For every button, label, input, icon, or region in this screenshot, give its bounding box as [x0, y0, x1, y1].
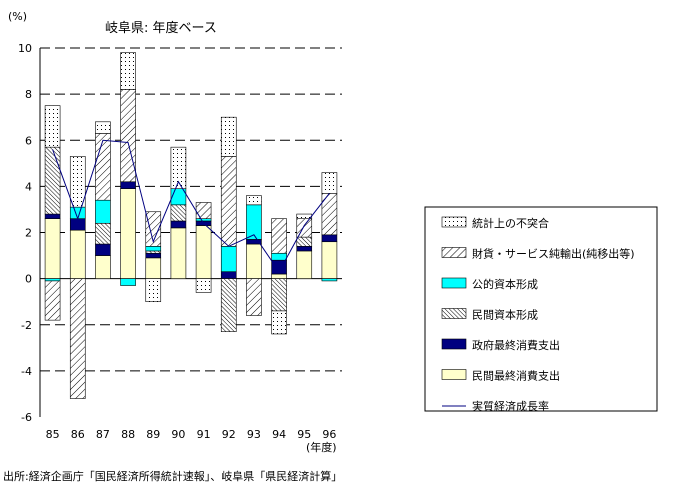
bar-segment: [246, 195, 262, 206]
bar-segment: [170, 204, 187, 222]
bar-segment: [246, 278, 262, 316]
y-tick-label: -4: [21, 365, 32, 378]
bar-segment: [296, 250, 313, 279]
legend-swatch: [441, 369, 467, 380]
legend-label: 財貨・サービス純輸出(純移出等): [472, 247, 635, 261]
bar-segment: [220, 246, 237, 273]
bar-segment: [271, 278, 287, 312]
bar-segment: [170, 146, 187, 189]
bar-segment: [321, 241, 338, 279]
x-tick-label: 90: [171, 428, 185, 441]
legend-swatch: [441, 308, 467, 319]
bar-segment: [69, 229, 86, 279]
bar-segment: [145, 257, 162, 279]
bar-segment: [321, 278, 338, 282]
legend-label: 公的資本形成: [472, 277, 538, 291]
y-tick-label: -6: [21, 411, 32, 424]
bar-segment: [246, 243, 262, 279]
legend-label: 民間最終消費支出: [472, 369, 560, 383]
bar-segment: [170, 220, 187, 229]
bar-segment: [220, 278, 237, 332]
y-tick-label: 8: [25, 88, 32, 101]
x-tick-label: 88: [121, 428, 135, 441]
y-tick-label: 6: [25, 134, 32, 147]
legend-label: 民間資本形成: [472, 308, 538, 322]
legend-swatch: [441, 247, 467, 258]
x-tick-label: 95: [297, 428, 311, 441]
bar-segment: [220, 156, 237, 247]
bar-segment: [120, 89, 136, 183]
bar-segment: [120, 278, 136, 286]
bar-segment: [95, 255, 111, 279]
x-tick-label: 93: [247, 428, 261, 441]
bar-segment: [145, 246, 162, 252]
legend-label: 統計上の不突合: [472, 216, 549, 230]
y-tick-label: -2: [21, 319, 32, 332]
bar-segment: [296, 213, 313, 219]
bar-segment: [95, 121, 111, 134]
x-tick-label: 91: [197, 428, 211, 441]
y-axis-unit: (%): [8, 10, 27, 23]
legend-swatch: [441, 338, 467, 350]
bar-segment: [95, 222, 111, 245]
y-tick-label: 2: [25, 227, 32, 240]
x-axis-unit: (年度): [306, 440, 337, 454]
chart-title: 岐阜県: 年度ベース: [105, 20, 217, 36]
bar-segment: [195, 202, 212, 219]
bar-segment: [321, 234, 338, 243]
bar-segment: [44, 105, 61, 148]
bar-segment: [120, 52, 136, 90]
growth-rate-line: [52, 139, 330, 273]
legend-label: 政府最終消費支出: [472, 338, 560, 352]
x-tick-label: 87: [96, 428, 110, 441]
bar-segment: [145, 278, 162, 302]
x-tick-label: 96: [322, 428, 336, 441]
bar-segment: [69, 278, 86, 399]
bar-segment: [44, 213, 61, 219]
bar-segment: [296, 246, 313, 252]
bar-segment: [44, 218, 61, 279]
bar-segment: [145, 211, 162, 247]
bar-segment: [44, 280, 61, 321]
bar-segment: [145, 250, 162, 254]
source-note: 出所:経済企画庁「国民経済所得統計速報」、岐阜県「県民経済計算」: [3, 469, 342, 483]
bar-segment: [120, 188, 136, 279]
legend-label: 実質経済成長率: [472, 399, 549, 413]
bar-segment: [195, 278, 212, 293]
y-tick-label: 10: [18, 42, 32, 55]
bar-segment: [195, 218, 212, 222]
x-tick-label: 86: [71, 428, 85, 441]
legend-swatch: [441, 277, 467, 289]
bar-segment: [145, 252, 162, 259]
bar-segment: [69, 218, 86, 231]
bar-segment: [95, 199, 111, 224]
legend-swatch: [441, 216, 467, 228]
bar-segment: [120, 181, 136, 189]
bar-segment: [69, 156, 86, 208]
bar-segment: [271, 252, 287, 261]
bar-segment: [195, 225, 212, 279]
bar-segment: [69, 206, 86, 219]
bar-segment: [220, 116, 237, 157]
bar-segment: [246, 204, 262, 240]
bar-segment: [95, 133, 111, 201]
bar-segment: [271, 218, 287, 254]
bar-segment: [271, 273, 287, 279]
bar-segment: [271, 310, 287, 335]
bar-segment: [170, 227, 187, 279]
bar-segment: [296, 236, 313, 247]
bar-segment: [220, 271, 237, 279]
x-tick-label: 94: [272, 428, 286, 441]
y-tick-label: 4: [25, 180, 32, 193]
y-tick-label: 0: [25, 273, 32, 286]
bar-segment: [44, 146, 61, 215]
bar-segment: [95, 243, 111, 256]
bar-segment: [44, 278, 61, 282]
bar-segment: [321, 172, 338, 194]
x-tick-label: 85: [46, 428, 60, 441]
x-tick-label: 89: [146, 428, 160, 441]
x-tick-label: 92: [222, 428, 236, 441]
